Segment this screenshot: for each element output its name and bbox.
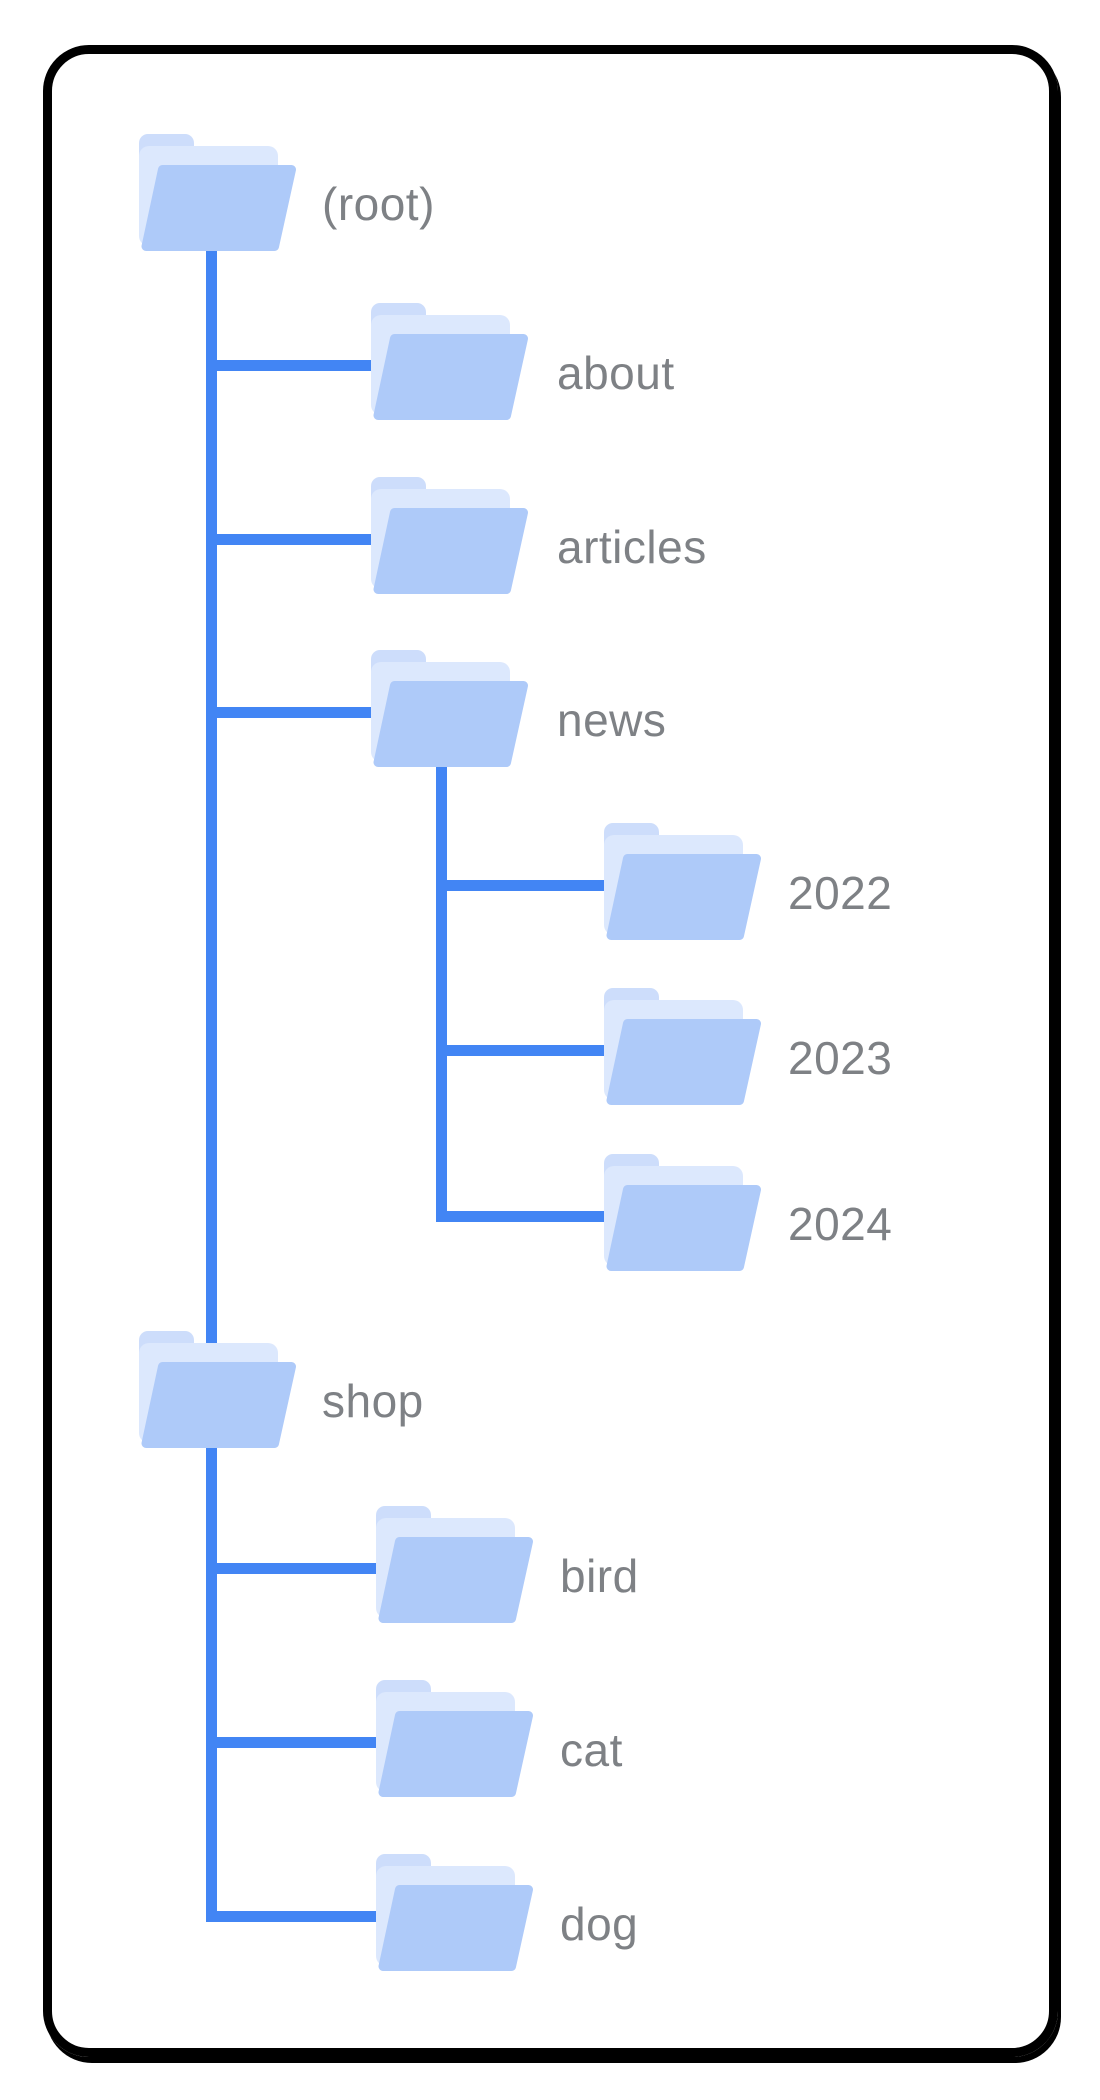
folder-icon: [604, 1154, 761, 1271]
tree-node-root: (root): [139, 134, 434, 252]
folder-front-shape: [378, 1537, 533, 1623]
folder-icon: [371, 303, 528, 420]
folder-icon: [376, 1680, 533, 1797]
connector-branch-about: [206, 359, 400, 371]
folder-label-shop: shop: [322, 1375, 424, 1427]
folder-front-shape: [141, 1362, 296, 1448]
folder-label-cat: cat: [560, 1724, 623, 1776]
tree-node-bird: bird: [376, 1506, 638, 1624]
folder-front-shape: [378, 1885, 533, 1971]
connector-branch-articles: [206, 533, 400, 545]
connector-branch-2022: [436, 879, 634, 891]
folder-label-y2024: 2024: [788, 1198, 893, 1250]
folder-front-shape: [373, 681, 528, 767]
folder-label-articles: articles: [557, 521, 707, 573]
folder-front-shape: [378, 1711, 533, 1797]
folder-label-root: (root): [322, 178, 435, 230]
folder-front-shape: [373, 334, 528, 420]
tree-node-about: about: [371, 303, 674, 421]
connector-branch-news: [206, 706, 400, 718]
folder-front-shape: [606, 1185, 761, 1271]
folder-front-shape: [606, 1019, 761, 1105]
folder-icon: [604, 988, 761, 1105]
folder-front-shape: [606, 854, 761, 940]
tree-node-cat: cat: [376, 1680, 622, 1798]
tree-node-y2024: 2024: [604, 1154, 892, 1272]
tree-node-y2022: 2022: [604, 823, 892, 941]
folder-icon: [139, 134, 296, 251]
folder-icon: [371, 477, 528, 594]
folder-label-y2023: 2023: [788, 1032, 893, 1084]
tree-node-shop: shop: [139, 1331, 423, 1449]
folder-icon: [376, 1854, 533, 1971]
folder-icon: [604, 823, 761, 940]
folder-label-dog: dog: [560, 1898, 639, 1950]
folder-icon: [371, 650, 528, 767]
folder-label-y2022: 2022: [788, 867, 893, 919]
folder-icon: [139, 1331, 296, 1448]
tree-node-y2023: 2023: [604, 988, 892, 1106]
folder-label-bird: bird: [560, 1550, 639, 1602]
connector-branch-2024: [436, 1210, 634, 1222]
folder-front-shape: [373, 508, 528, 594]
connector-branch-dog: [206, 1910, 405, 1922]
connector-branch-bird: [206, 1562, 405, 1574]
folder-front-shape: [141, 165, 296, 251]
folder-label-news: news: [557, 694, 667, 746]
folder-label-about: about: [557, 347, 675, 399]
connector-shop-vertical: [206, 1393, 217, 1922]
rounded-border-frame: [43, 45, 1058, 2057]
folder-icon: [376, 1506, 533, 1623]
tree-node-dog: dog: [376, 1854, 638, 1972]
connector-news-vertical: [436, 712, 447, 1222]
tree-node-news: news: [371, 650, 666, 768]
tree-node-articles: articles: [371, 477, 706, 595]
connector-root-vertical: [206, 196, 217, 1393]
connector-branch-2023: [436, 1044, 634, 1056]
connector-branch-cat: [206, 1736, 405, 1748]
